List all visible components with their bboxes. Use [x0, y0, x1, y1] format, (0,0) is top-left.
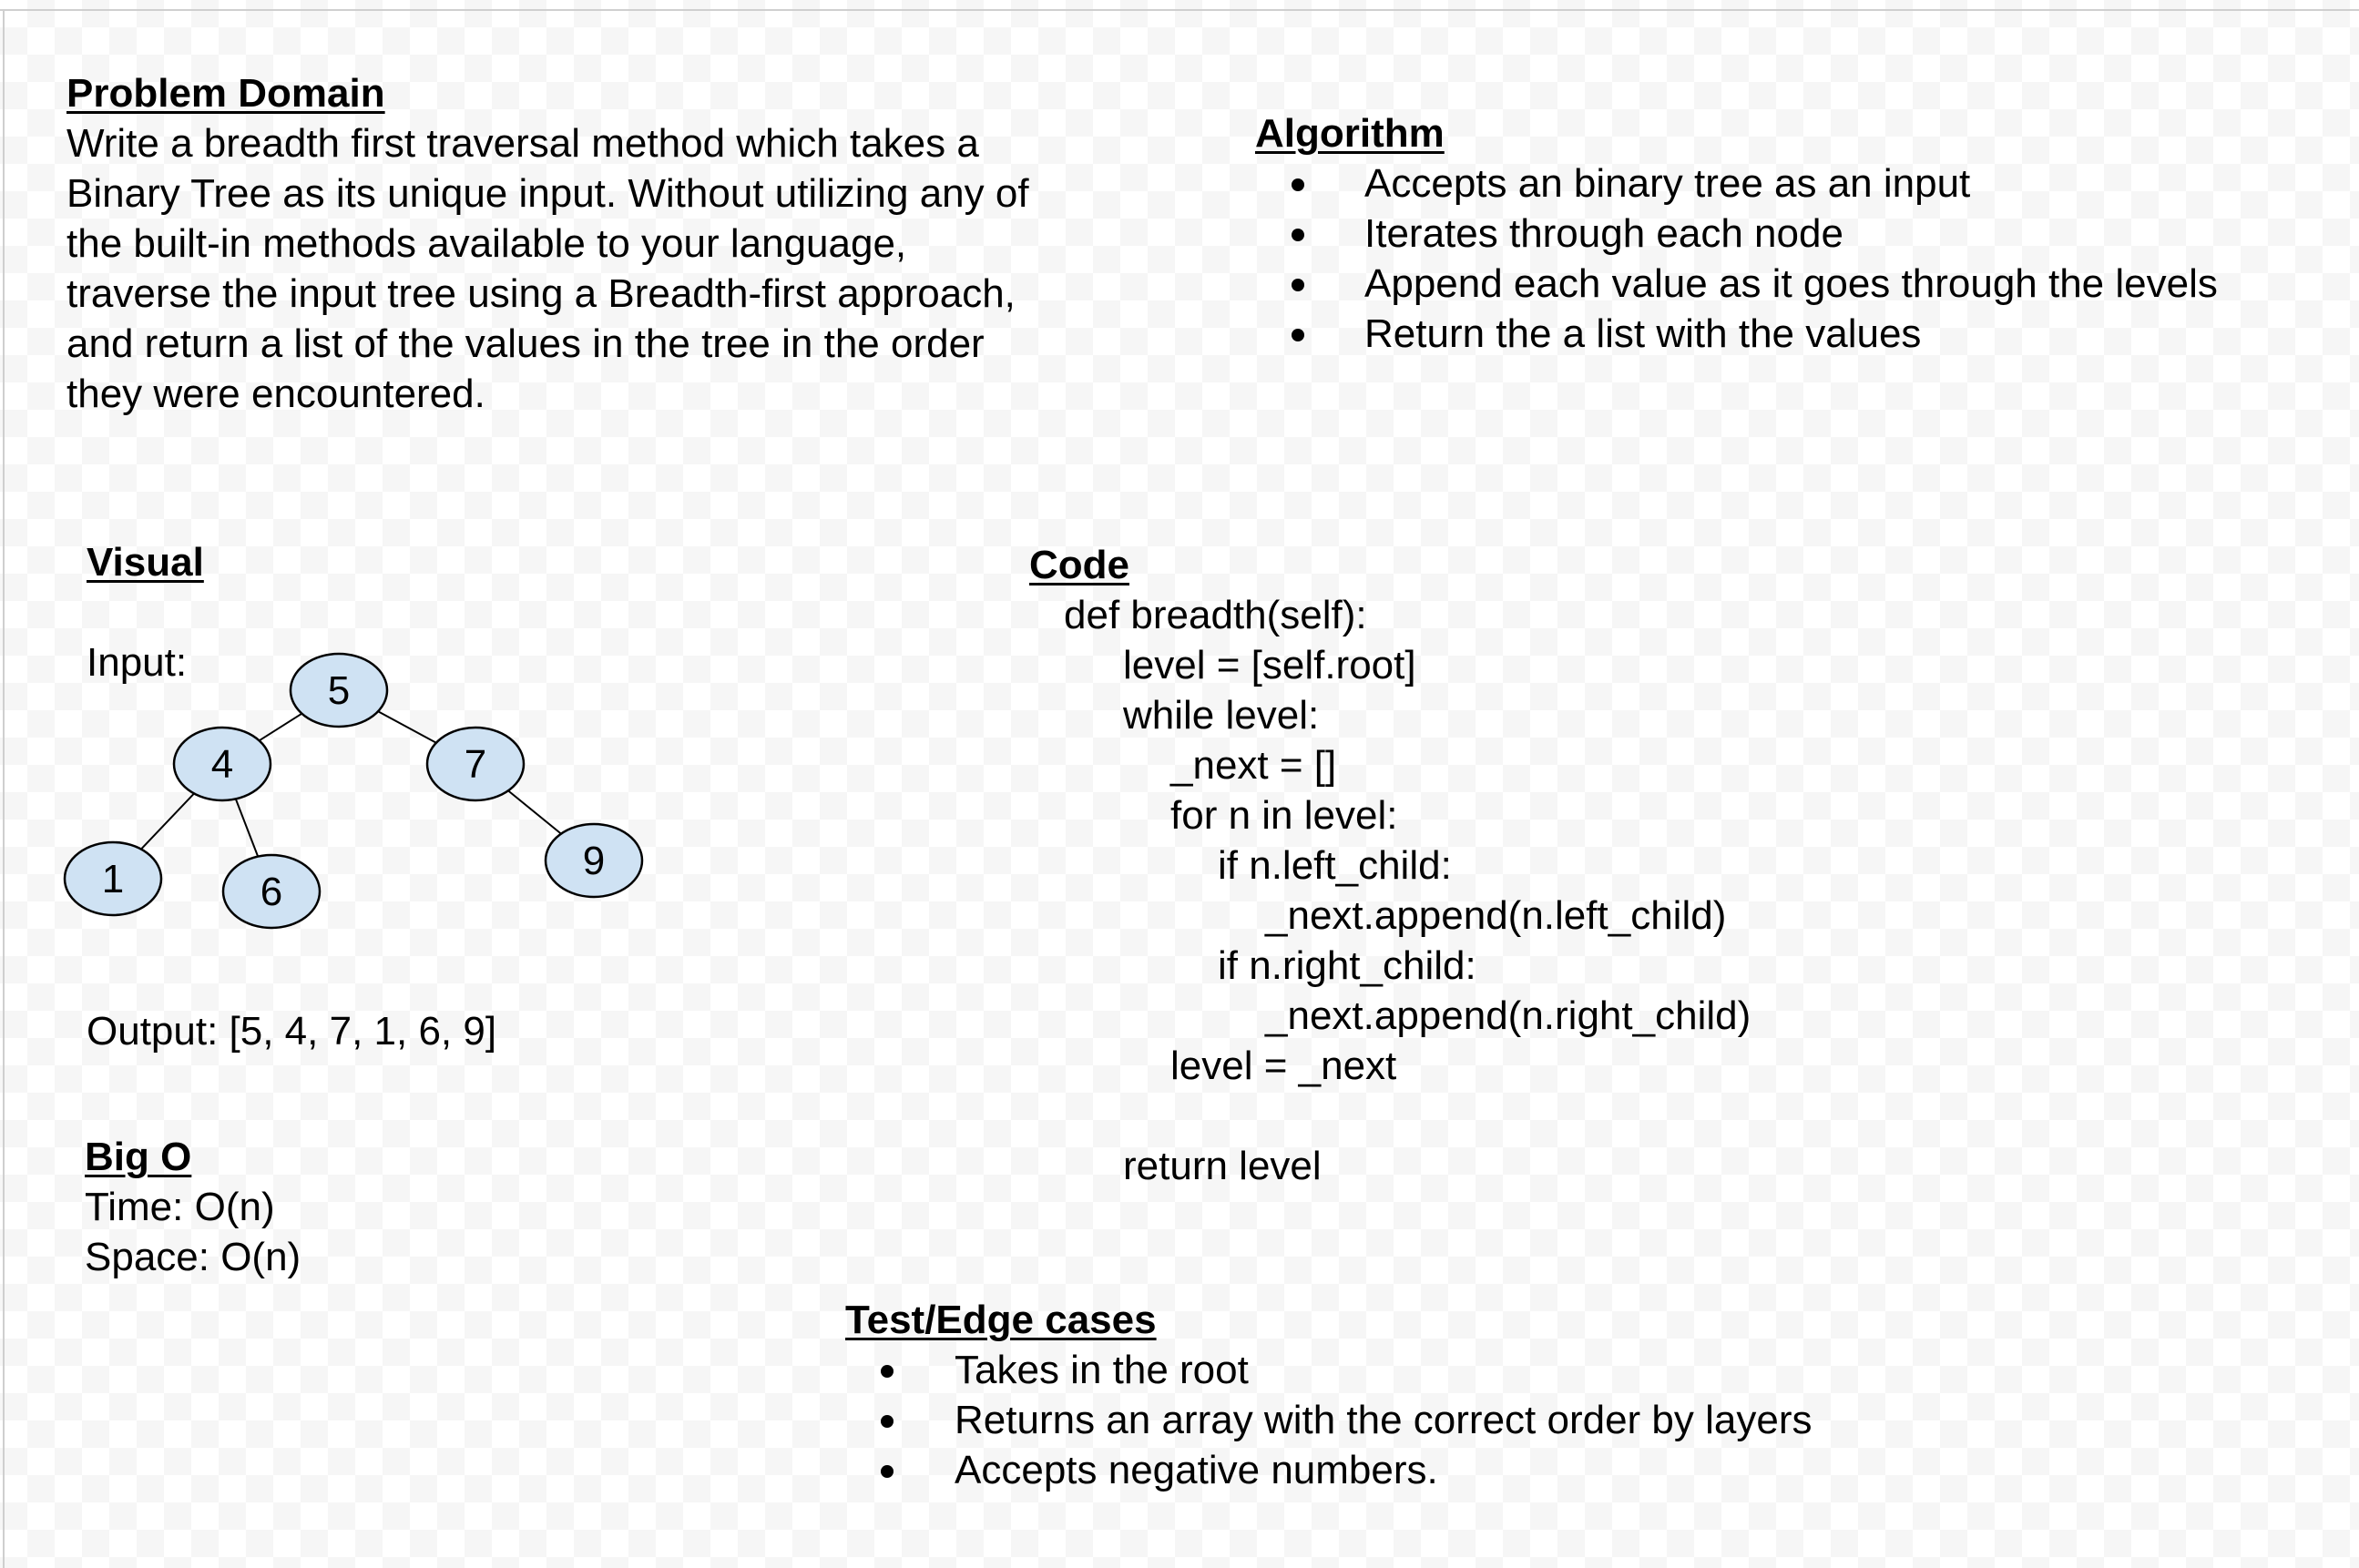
problem-domain-heading: Problem Domain [66, 71, 385, 116]
problem-domain-section: Problem Domain Write a breadth first tra… [66, 68, 1141, 419]
code-section: Code def breadth(self): level = [self.ro… [1029, 540, 1940, 1191]
input-label: Input: [87, 640, 188, 685]
code-line: while level: [1123, 693, 1320, 738]
bullet-icon [1292, 229, 1304, 241]
tree-node-ellipse [221, 853, 322, 930]
binary-tree-svg: 5 4 7 1 6 9 [63, 652, 644, 930]
tree-edge [259, 712, 302, 742]
algorithm-item-text: Accepts an binary tree as an input [1364, 161, 1971, 206]
bullet-icon [1292, 279, 1304, 291]
bullet-icon [881, 1415, 894, 1428]
code-line: level = [self.root] [1123, 643, 1416, 687]
test-cases-list: Takes in the root Returns an array with … [845, 1345, 2029, 1495]
tree-edge [507, 789, 562, 835]
tree-node-1: 1 [63, 840, 163, 917]
problem-domain-line: Write a breadth first traversal method w… [66, 121, 979, 166]
tree-edge [377, 710, 437, 744]
algorithm-item: Return the a list with the values [1255, 309, 2339, 359]
test-case-item: Accepts negative numbers. [845, 1445, 2029, 1495]
code-line: if n.left_child: [1218, 843, 1452, 888]
algorithm-item: Iterates through each node [1255, 209, 2339, 259]
tree-node-7: 7 [425, 726, 526, 802]
code-line: for n in level: [1170, 793, 1398, 838]
problem-domain-line: traverse the input tree using a Breadth-… [66, 271, 1016, 316]
big-o-heading: Big O [85, 1135, 192, 1179]
code-line: level = _next [1170, 1044, 1397, 1088]
problem-domain-line: Binary Tree as its unique input. Without… [66, 171, 1029, 216]
big-o-section: Big O Time: O(n) Space: O(n) [85, 1132, 540, 1282]
code-line [1029, 1091, 1940, 1141]
test-case-text: Returns an array with the correct order … [955, 1398, 1813, 1442]
algorithm-item-text: Return the a list with the values [1364, 311, 1922, 356]
algorithm-item-text: Iterates through each node [1364, 211, 1843, 256]
tree-node-4: 4 [172, 726, 272, 802]
problem-domain-line: the built-in methods available to your l… [66, 221, 907, 266]
tree-node-ellipse [544, 822, 644, 899]
test-case-text: Accepts negative numbers. [955, 1448, 1438, 1492]
code-line: def breadth(self): [1064, 593, 1367, 637]
algorithm-item-text: Append each value as it goes through the… [1364, 261, 2218, 306]
code-line: if n.right_child: [1218, 943, 1476, 988]
problem-domain-line: they were encountered. [66, 372, 485, 416]
big-o-space: Space: O(n) [85, 1235, 301, 1279]
tree-node-ellipse [425, 726, 526, 802]
tree-node-label: 6 [260, 870, 282, 914]
test-cases-heading: Test/Edge cases [845, 1298, 1157, 1342]
tree-edge [140, 792, 195, 850]
bullet-icon [881, 1365, 894, 1378]
tree-node-label: 9 [583, 839, 605, 883]
test-cases-section: Test/Edge cases Takes in the root Return… [845, 1295, 2029, 1495]
code-heading: Code [1029, 543, 1129, 587]
algorithm-heading: Algorithm [1255, 111, 1445, 156]
test-case-item: Returns an array with the correct order … [845, 1395, 2029, 1445]
tree-node-ellipse [289, 652, 389, 728]
test-case-text: Takes in the root [955, 1348, 1249, 1392]
algorithm-item: Append each value as it goes through the… [1255, 259, 2339, 309]
tree-node-label: 5 [328, 668, 350, 713]
code-line: return level [1123, 1144, 1322, 1188]
big-o-time: Time: O(n) [85, 1185, 275, 1229]
tree-node-ellipse [172, 726, 272, 802]
tree-node-6: 6 [221, 853, 322, 930]
visual-section: Visual Input: [87, 537, 724, 687]
tree-edge [234, 799, 260, 857]
tree-node-label: 1 [102, 857, 124, 901]
algorithm-item: Accepts an binary tree as an input [1255, 158, 2339, 209]
bullet-icon [881, 1465, 894, 1478]
algorithm-section: Algorithm Accepts an binary tree as an i… [1255, 108, 2339, 359]
frame-border-top [0, 9, 2359, 11]
output-text: Output: [5, 4, 7, 1, 6, 9] [87, 1009, 497, 1054]
tree-node-label: 4 [211, 742, 233, 787]
frame-border-left [3, 9, 5, 1568]
tree-node-5: 5 [289, 652, 389, 728]
code-line: _next.append(n.right_child) [1265, 993, 1751, 1038]
tree-node-9: 9 [544, 822, 644, 899]
bullet-icon [1292, 178, 1304, 191]
visual-heading: Visual [87, 540, 204, 585]
code-line: _next = [] [1170, 743, 1337, 788]
problem-domain-line: and return a list of the values in the t… [66, 321, 985, 366]
binary-tree-diagram: 5 4 7 1 6 9 [0, 0, 729, 1002]
output-section: Output: [5, 4, 7, 1, 6, 9] [87, 1006, 724, 1056]
code-line: _next.append(n.left_child) [1265, 893, 1727, 938]
test-case-item: Takes in the root [845, 1345, 2029, 1395]
bullet-icon [1292, 329, 1304, 341]
tree-node-label: 7 [465, 742, 486, 787]
algorithm-list: Accepts an binary tree as an input Itera… [1255, 158, 2339, 359]
tree-node-ellipse [63, 840, 163, 917]
